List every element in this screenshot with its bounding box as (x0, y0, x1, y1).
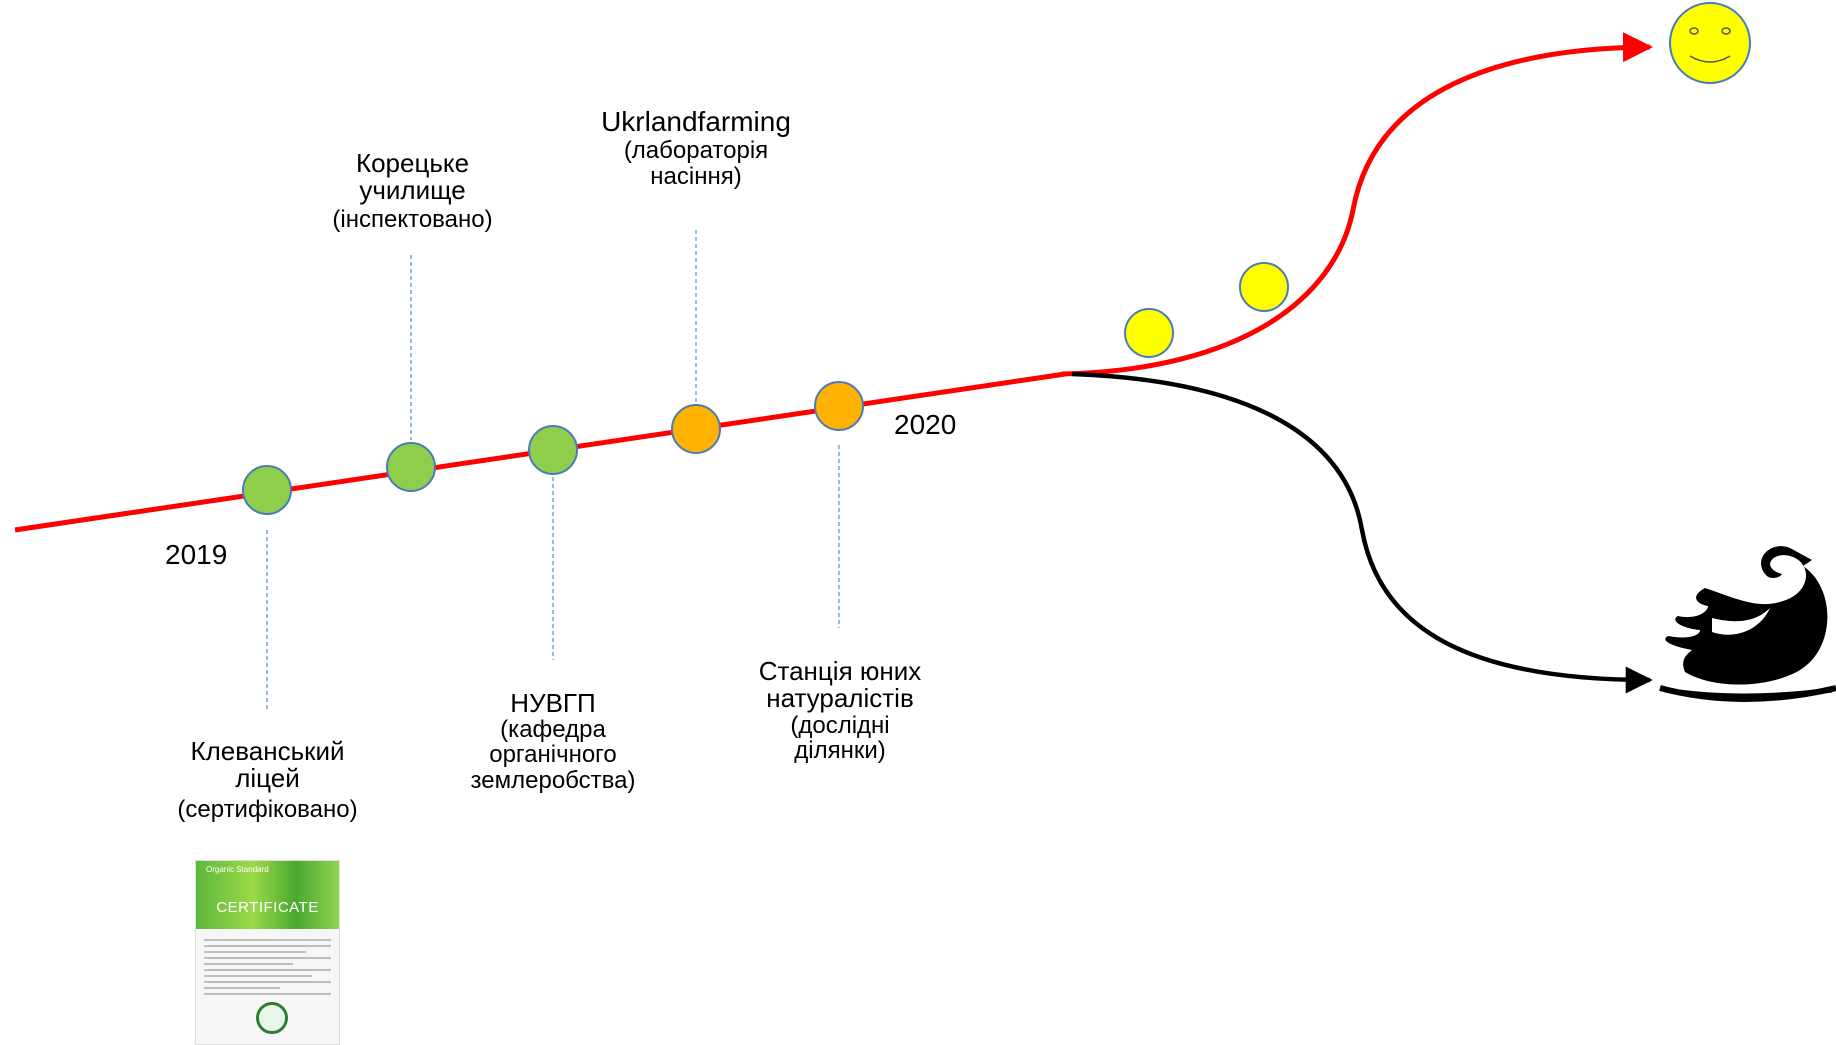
node-future-1 (1124, 308, 1174, 358)
label-ukrland: Ukrlandfarming (лабораторія насіння) (596, 107, 796, 189)
label-korets-title: Корецьке училище (355, 148, 470, 206)
lower-branch-arrow (1071, 371, 1653, 694)
node-station (814, 381, 864, 431)
node-nuvgp (528, 425, 578, 475)
label-station: Станція юних натуралістів (дослідні діля… (740, 656, 940, 764)
certificate-title: CERTIFICATE (216, 899, 319, 916)
label-station-title: Станція юних натуралістів (758, 656, 922, 714)
smiley-face-icon (1669, 2, 1751, 84)
certificate-seal-icon (256, 1002, 288, 1034)
label-klevan-note: (сертифіковано) (177, 795, 358, 823)
label-klevan: Клеванський ліцей (сертифіковано) (150, 736, 385, 823)
label-nuvgp: НУВГП (кафедра органічного землеробства) (448, 688, 658, 794)
upper-branch-arrow (1061, 32, 1653, 377)
label-ukrland-note: (лабораторія насіння) (623, 137, 769, 190)
node-ukrland (671, 404, 721, 454)
label-korets: Корецьке училище (інспектовано) (300, 148, 525, 233)
certificate-text-lines (196, 929, 339, 1005)
certificate-header: Organic Standard CERTIFICATE (196, 861, 339, 929)
node-klevan (242, 465, 292, 515)
year-2020-label: 2020 (894, 409, 957, 440)
certificate-brand: Organic Standard (206, 865, 269, 874)
label-korets-note: (інспектовано) (332, 205, 493, 233)
label-nuvgp-title: НУВГП (510, 688, 596, 718)
node-future-2 (1239, 262, 1289, 312)
certificate-image: Organic Standard CERTIFICATE (195, 860, 340, 1045)
year-2019-label: 2019 (165, 539, 228, 570)
label-ukrland-title: Ukrlandfarming (601, 106, 791, 137)
black-swan-icon (1659, 546, 1836, 702)
node-korets (386, 442, 436, 492)
label-nuvgp-note: (кафедра органічного землеробства) (470, 716, 636, 794)
label-klevan-title: Клеванський ліцей (190, 736, 345, 794)
label-station-note: (дослідні ділянки) (790, 711, 890, 764)
